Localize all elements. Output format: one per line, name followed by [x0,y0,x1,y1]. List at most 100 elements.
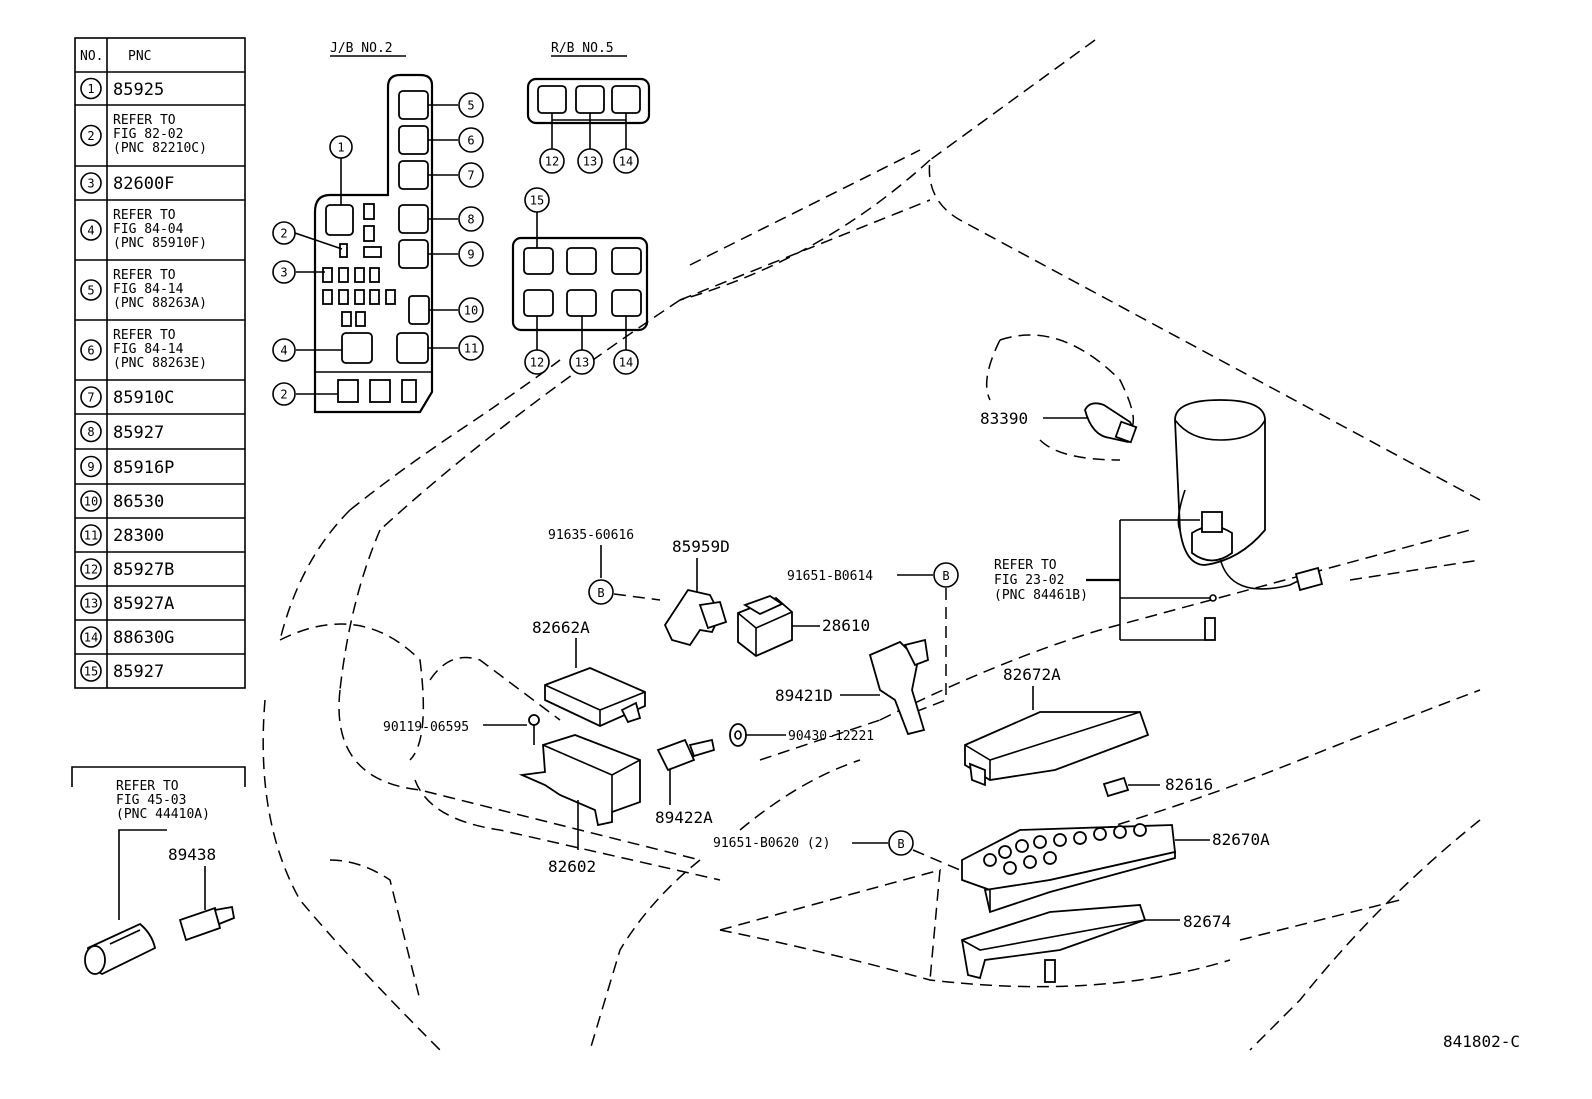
junction-block-no2: J/B NO.2 [272,41,484,414]
table-row: 8 [87,425,94,439]
part-83390-label: 83390 [980,409,1028,428]
svg-text:REFER TO: REFER TO [116,779,179,794]
svg-text:85925: 85925 [113,80,164,100]
jb2-callout: 3 [280,266,287,280]
svg-text:FIG 84-04: FIG 84-04 [113,222,184,237]
refer-box-fig-45-03: REFER TO FIG 45-03 (PNC 44410A) 89438 [71,766,246,976]
svg-text:85927B: 85927B [113,560,174,580]
part-82672A-label: 82672A [1003,665,1061,684]
table-row: 2 [87,129,94,143]
part-82602-label: 82602 [548,857,596,876]
svg-text:82600F: 82600F [113,174,174,194]
table-row: 15 [84,665,98,679]
diagram-code: 841802-C [1443,1032,1520,1051]
svg-text:(PNC 85910F): (PNC 85910F) [113,236,207,251]
jb2-callout: 6 [467,134,474,148]
svg-text:(PNC 88263E): (PNC 88263E) [113,356,207,371]
jb2-callout: 8 [467,213,474,227]
svg-text:REFER TO: REFER TO [113,208,176,223]
table-header-pnc: PNC [128,49,151,64]
rb5-callout: 13 [583,155,597,169]
svg-text:85927: 85927 [113,423,164,443]
jb2-callout: 1 [337,141,344,155]
svg-text:(PNC 88263A): (PNC 88263A) [113,296,207,311]
table-row-values: 85925 REFER TO FIG 82-02 (PNC 82210C) 82… [113,80,207,682]
svg-text:FIG 23-02: FIG 23-02 [994,573,1064,588]
bolt-ref-b: B [942,569,949,583]
jb2-callout: 2 [280,227,287,241]
svg-text:85927: 85927 [113,662,164,682]
table-row: 6 [87,344,94,358]
jb2-callout: 5 [467,99,474,113]
bracket-and-relay-group: 91635-60616 B 85959D 91651-B0614 B 28610… [383,528,959,876]
part-89422A-label: 89422A [655,808,713,827]
part-89421D-label: 89421D [775,686,833,705]
jb2-title: J/B NO.2 [330,41,393,56]
jb2-callout: 2 [280,388,287,402]
table-row: 7 [87,391,94,405]
svg-text:(PNC 82210C): (PNC 82210C) [113,141,207,156]
svg-text:85910C: 85910C [113,388,174,408]
part-90119-label: 90119-06595 [383,720,469,735]
refer-fig-23-02-assembly: REFER TO FIG 23-02 (PNC 84461B) [994,399,1324,641]
svg-text:FIG 84-14: FIG 84-14 [113,282,184,297]
table-row: 12 [84,563,98,577]
part-82670A-label: 82670A [1212,830,1270,849]
svg-text:85916P: 85916P [113,458,174,478]
table-row: 11 [84,529,98,543]
table-row: 5 [87,284,94,298]
svg-text:86530: 86530 [113,492,164,512]
part-83390: 83390 [980,402,1138,444]
vehicle-body-outline [262,39,1481,1051]
table-row-numbers: 1 2 3 4 5 6 7 8 9 10 11 12 13 1 [80,77,102,682]
part-91651-b0614-label: 91651-B0614 [787,569,873,584]
rb5-callout: 12 [530,356,544,370]
table-row: 13 [84,597,98,611]
jb2-callout: 9 [467,248,474,262]
part-82616-label: 82616 [1165,775,1213,794]
table-row: 10 [84,495,98,509]
part-85959D-label: 85959D [672,537,730,556]
rb5-callout: 14 [619,155,633,169]
jb2-callout: 11 [464,342,478,356]
part-82674-label: 82674 [1183,912,1231,931]
svg-text:85927A: 85927A [113,594,174,614]
table-row: 1 [87,82,94,96]
svg-text:FIG 45-03: FIG 45-03 [116,793,186,808]
svg-text:(PNC 84461B): (PNC 84461B) [994,588,1088,603]
svg-text:88630G: 88630G [113,628,174,648]
jb2-callout: 4 [280,344,287,358]
svg-text:28300: 28300 [113,526,164,546]
rb5-callout: 12 [545,155,559,169]
part-82662A-label: 82662A [532,618,590,637]
bolt-ref-b: B [597,586,604,600]
svg-text:(PNC 44410A): (PNC 44410A) [116,807,210,822]
part-89438-label: 89438 [168,845,216,864]
engine-fuse-box-group: 82672A 82616 91651-B0620 (2) B 82670A [713,665,1270,983]
table-row: 4 [87,224,94,238]
part-91635-label: 91635-60616 [548,528,634,543]
table-row: 3 [87,177,94,191]
pnc-table: NO. PNC 1 2 3 4 5 6 7 8 9 10 11 [74,37,246,689]
rb5-callout: 13 [575,356,589,370]
part-91651-b0620-label: 91651-B0620 (2) [713,836,830,851]
jb2-callout: 10 [464,304,478,318]
rb5-callout: 14 [619,356,633,370]
rb5-callout: 15 [530,194,544,208]
part-90430-label: 90430-12221 [788,729,874,744]
svg-text:REFER TO: REFER TO [113,268,176,283]
table-row: 14 [84,631,98,645]
part-28610-label: 28610 [822,616,870,635]
svg-text:REFER TO: REFER TO [113,113,176,128]
jb2-callout: 7 [467,169,474,183]
table-header-no: NO. [80,49,103,64]
relay-block-no5: R/B NO.5 12 13 14 15 12 13 14 [511,41,651,375]
bolt-ref-b: B [897,837,904,851]
svg-text:FIG 82-02: FIG 82-02 [113,127,183,142]
svg-text:FIG 84-14: FIG 84-14 [113,342,184,357]
table-row: 9 [87,460,94,474]
svg-text:REFER TO: REFER TO [113,328,176,343]
rb5-title: R/B NO.5 [551,41,614,56]
svg-text:REFER TO: REFER TO [994,558,1057,573]
